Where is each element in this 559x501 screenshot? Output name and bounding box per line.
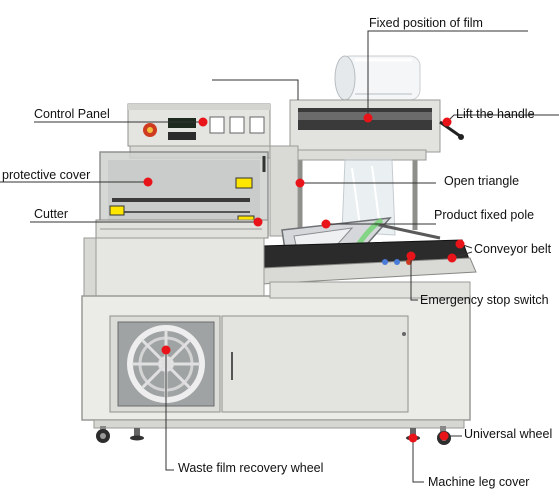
label-leg-cover: Machine leg cover (428, 475, 529, 489)
marker-open-triangle (295, 178, 305, 188)
marker-conveyor-belt-a (455, 239, 465, 249)
label-protective-cover: protective cover (2, 168, 90, 182)
machine-leg (130, 428, 144, 441)
marker-leg-cover (408, 433, 418, 443)
label-cutter: Cutter (34, 207, 68, 221)
label-open-triangle: Open triangle (444, 174, 519, 188)
cutter-bar (95, 219, 269, 239)
machine-base (93, 419, 465, 445)
film-roll (334, 55, 421, 101)
marker-product-pole (321, 219, 331, 229)
control-panel-box (127, 103, 271, 147)
leader-waste-film (165, 350, 174, 471)
label-lift-handle: Lift the handle (456, 107, 535, 121)
marker-lift-handle (442, 117, 452, 127)
label-universal-wheel: Universal wheel (464, 427, 552, 441)
markers (143, 113, 465, 443)
warning-sticker-icon (235, 177, 253, 189)
marker-waste-film (161, 345, 171, 355)
label-conveyor-belt: Conveyor belt (474, 242, 552, 256)
leader-emergency-stop (410, 258, 418, 301)
leader-fixed-film (367, 30, 528, 118)
label-emergency-stop: Emergency stop switch (420, 293, 549, 307)
marker-control-panel (198, 117, 208, 127)
leader-top-marker (212, 79, 299, 100)
leader-lines (0, 30, 559, 483)
conveyor-belt (261, 239, 477, 285)
machine-illustration (81, 55, 477, 445)
caster-wheel-icon (96, 426, 110, 443)
marker-cutter (253, 217, 263, 227)
marker-universal-wheel (439, 431, 449, 441)
marker-protective-cover (143, 177, 153, 187)
marker-fixed-film (363, 113, 373, 123)
labels: Fixed position of film Control Panel Lif… (2, 16, 552, 489)
label-control-panel: Control Panel (34, 107, 110, 121)
marker-conveyor-belt-b (447, 253, 457, 263)
label-product-pole: Product fixed pole (434, 208, 534, 222)
marker-emergency-stop (406, 251, 416, 261)
leader-leg-cover (412, 438, 424, 483)
label-waste-film: Waste film recovery wheel (178, 461, 323, 475)
label-fixed-film: Fixed position of film (369, 16, 483, 30)
